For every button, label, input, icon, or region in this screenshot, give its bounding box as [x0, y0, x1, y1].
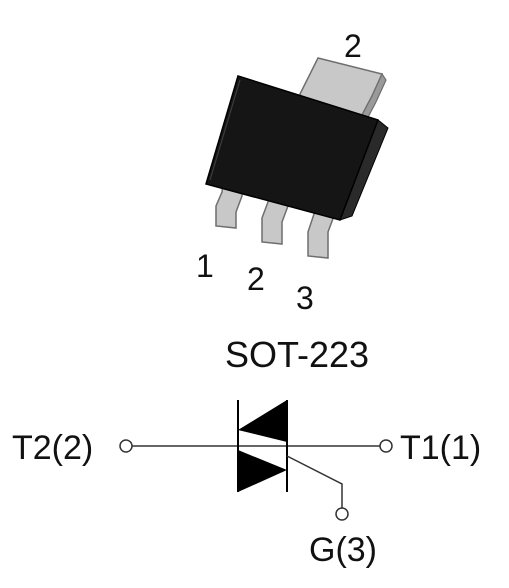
t1-label: T1(1) — [400, 429, 481, 467]
t2-terminal — [119, 439, 133, 453]
pin-2-label: 2 — [247, 261, 265, 297]
gate-wire — [286, 455, 343, 508]
package-name: SOT-223 — [225, 334, 369, 375]
t1-terminal — [379, 439, 393, 453]
pin-1-label: 1 — [196, 248, 214, 284]
t2-label: T2(2) — [12, 429, 93, 467]
triac-lower-triangle — [238, 450, 287, 492]
package-body-highlight — [209, 79, 241, 181]
gate-terminal — [335, 507, 349, 521]
top-pin-label: 2 — [344, 28, 362, 64]
gate-label: G(3) — [309, 531, 377, 569]
sot223-package: 2 1 2 3 SOT-223 — [196, 28, 389, 375]
triac-upper-triangle — [238, 400, 287, 442]
pin-3-label: 3 — [296, 280, 314, 316]
package-body — [205, 75, 379, 221]
triac-symbol: T2(2) T1(1) G(3) — [12, 400, 481, 569]
